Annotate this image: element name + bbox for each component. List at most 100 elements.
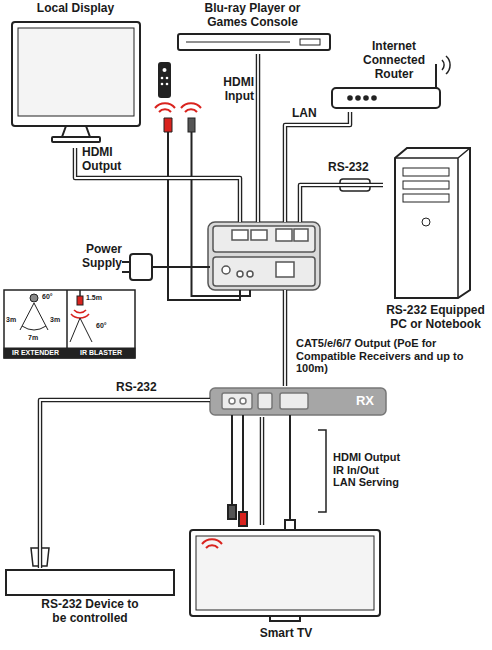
ir-range-inset-part	[79, 290, 81, 296]
router-part	[364, 96, 368, 100]
node-label: Local Display	[37, 2, 114, 16]
cable	[285, 290, 286, 386]
node-label: Internet Connected Router	[349, 40, 439, 81]
ir-range-inset-part	[70, 318, 92, 342]
bracket-note: HDMI Output IR In/Out LAN Serving	[333, 451, 404, 489]
ir-range-label: 3m	[50, 316, 64, 324]
cable-core	[261, 417, 263, 525]
cable-core	[40, 400, 210, 568]
ir-range-inset-part	[4, 290, 135, 358]
rx-receiver-box-part	[280, 393, 308, 409]
cable-label: HDMI Input	[202, 76, 254, 104]
cable-outline	[300, 185, 383, 222]
rx-receiver-box-part	[210, 388, 386, 415]
power-supply-adapter-part	[122, 261, 130, 263]
bracket-part	[318, 430, 326, 512]
bluray-player	[178, 34, 330, 50]
cable-outline	[256, 54, 261, 222]
ir-range-inset-part	[4, 348, 135, 358]
ir-remote-and-eyes-part	[164, 118, 172, 132]
local-display-monitor-part	[62, 126, 90, 137]
ir-range-inset-part	[77, 296, 83, 305]
cable	[300, 185, 383, 222]
smart-tv-part	[202, 539, 222, 548]
cable	[258, 54, 259, 222]
ir-remote-and-eyes-part	[161, 77, 164, 80]
tx-transmitter-box-part	[251, 230, 267, 240]
rx-tv-cables-part	[232, 415, 290, 530]
smart-tv-part	[196, 536, 374, 610]
bracket	[318, 430, 326, 512]
pc-tower-part	[422, 218, 430, 226]
ir-range-inset-part	[30, 294, 38, 302]
power-supply-adapter-part	[122, 271, 130, 273]
tx-transmitter-box-part	[222, 266, 230, 274]
ir-range-inset	[4, 290, 135, 358]
ir-remote-and-eyes-part	[181, 103, 201, 112]
local-display-monitor	[12, 22, 140, 142]
tx-transmitter-box-part	[247, 271, 253, 277]
ir-remote-and-eyes-part	[168, 132, 250, 300]
display-device: Local Display	[8, 2, 143, 148]
cable-core	[257, 54, 259, 222]
bluray-player-part	[178, 34, 330, 50]
rx-tv-cables-part	[228, 505, 236, 519]
router-part	[332, 88, 440, 108]
smart-tv-part	[270, 616, 300, 621]
tx-transmitter-box-part	[232, 230, 248, 240]
node-label: RS-232 Equipped PC or Notebook	[383, 304, 488, 332]
tx-transmitter-box-part	[208, 222, 320, 290]
tx-transmitter-box-part	[213, 226, 315, 252]
ir-remote-and-eyes-part	[158, 62, 171, 98]
cable-label: CAT5/e/6/7 Output (PoE for Compatible Re…	[296, 337, 484, 375]
pc-tower-part	[395, 148, 470, 298]
power-supply-adapter-part	[130, 254, 152, 280]
pc-tower-part	[403, 181, 449, 189]
tx-transmitter-box-part	[294, 229, 308, 241]
bluray-player-part	[300, 39, 320, 45]
power-supply-adapter-part	[152, 266, 210, 268]
ir-range-label: 60°	[96, 322, 118, 330]
router-part	[442, 56, 450, 74]
pc-tower-part	[403, 168, 449, 176]
rx-tv-cables-part	[239, 512, 247, 526]
router-part	[348, 96, 352, 100]
local-display-monitor-part	[18, 28, 134, 116]
bluray-player-part	[186, 42, 290, 43]
ir-remote-and-eyes-part	[163, 68, 167, 72]
transmitter-box	[208, 222, 320, 290]
ir-remote-and-eyes-part	[188, 118, 195, 132]
smart-tv-part	[190, 530, 380, 616]
cable-core	[300, 185, 383, 222]
node-label: Blu-ray Player or Games Console	[193, 2, 313, 30]
ir-remote-and-eyes-part	[166, 77, 169, 80]
pc-tower-part	[395, 148, 470, 298]
ir-range-label: IR EXTENDER	[5, 349, 66, 357]
rx-receiver-box-part	[229, 398, 235, 404]
tx-transmitter-box-part	[237, 271, 243, 277]
rx-receiver-box-part	[222, 393, 252, 409]
node-label: RS-232 Device to be controlled	[35, 598, 145, 626]
ir-remote-and-eyes-part	[166, 83, 169, 86]
ir-range-label: 60°	[42, 293, 64, 301]
cable	[40, 400, 210, 568]
tv-device: Smart TV	[188, 525, 384, 641]
rx-receiver-box-part	[240, 398, 246, 404]
rs232-device-box	[6, 570, 174, 595]
local-display-monitor-part	[52, 137, 100, 142]
ir-range-label: IR BLASTER	[68, 349, 134, 357]
pc-tower-part	[403, 194, 449, 202]
router-part	[356, 96, 360, 100]
router-device: Internet Connected Router	[340, 40, 448, 112]
cable	[262, 417, 263, 525]
power-supply-adapter	[122, 254, 210, 280]
ir-range-inset-part	[20, 303, 48, 330]
rx-tv-cables	[228, 415, 295, 532]
cable-label: RS-232	[328, 161, 380, 175]
ir-range-label: 3m	[6, 316, 20, 324]
cable-label: HDMI Output	[82, 146, 137, 174]
tx-transmitter-box-part	[213, 257, 315, 286]
node-label: RX	[356, 394, 374, 409]
tx-transmitter-box	[208, 222, 320, 290]
